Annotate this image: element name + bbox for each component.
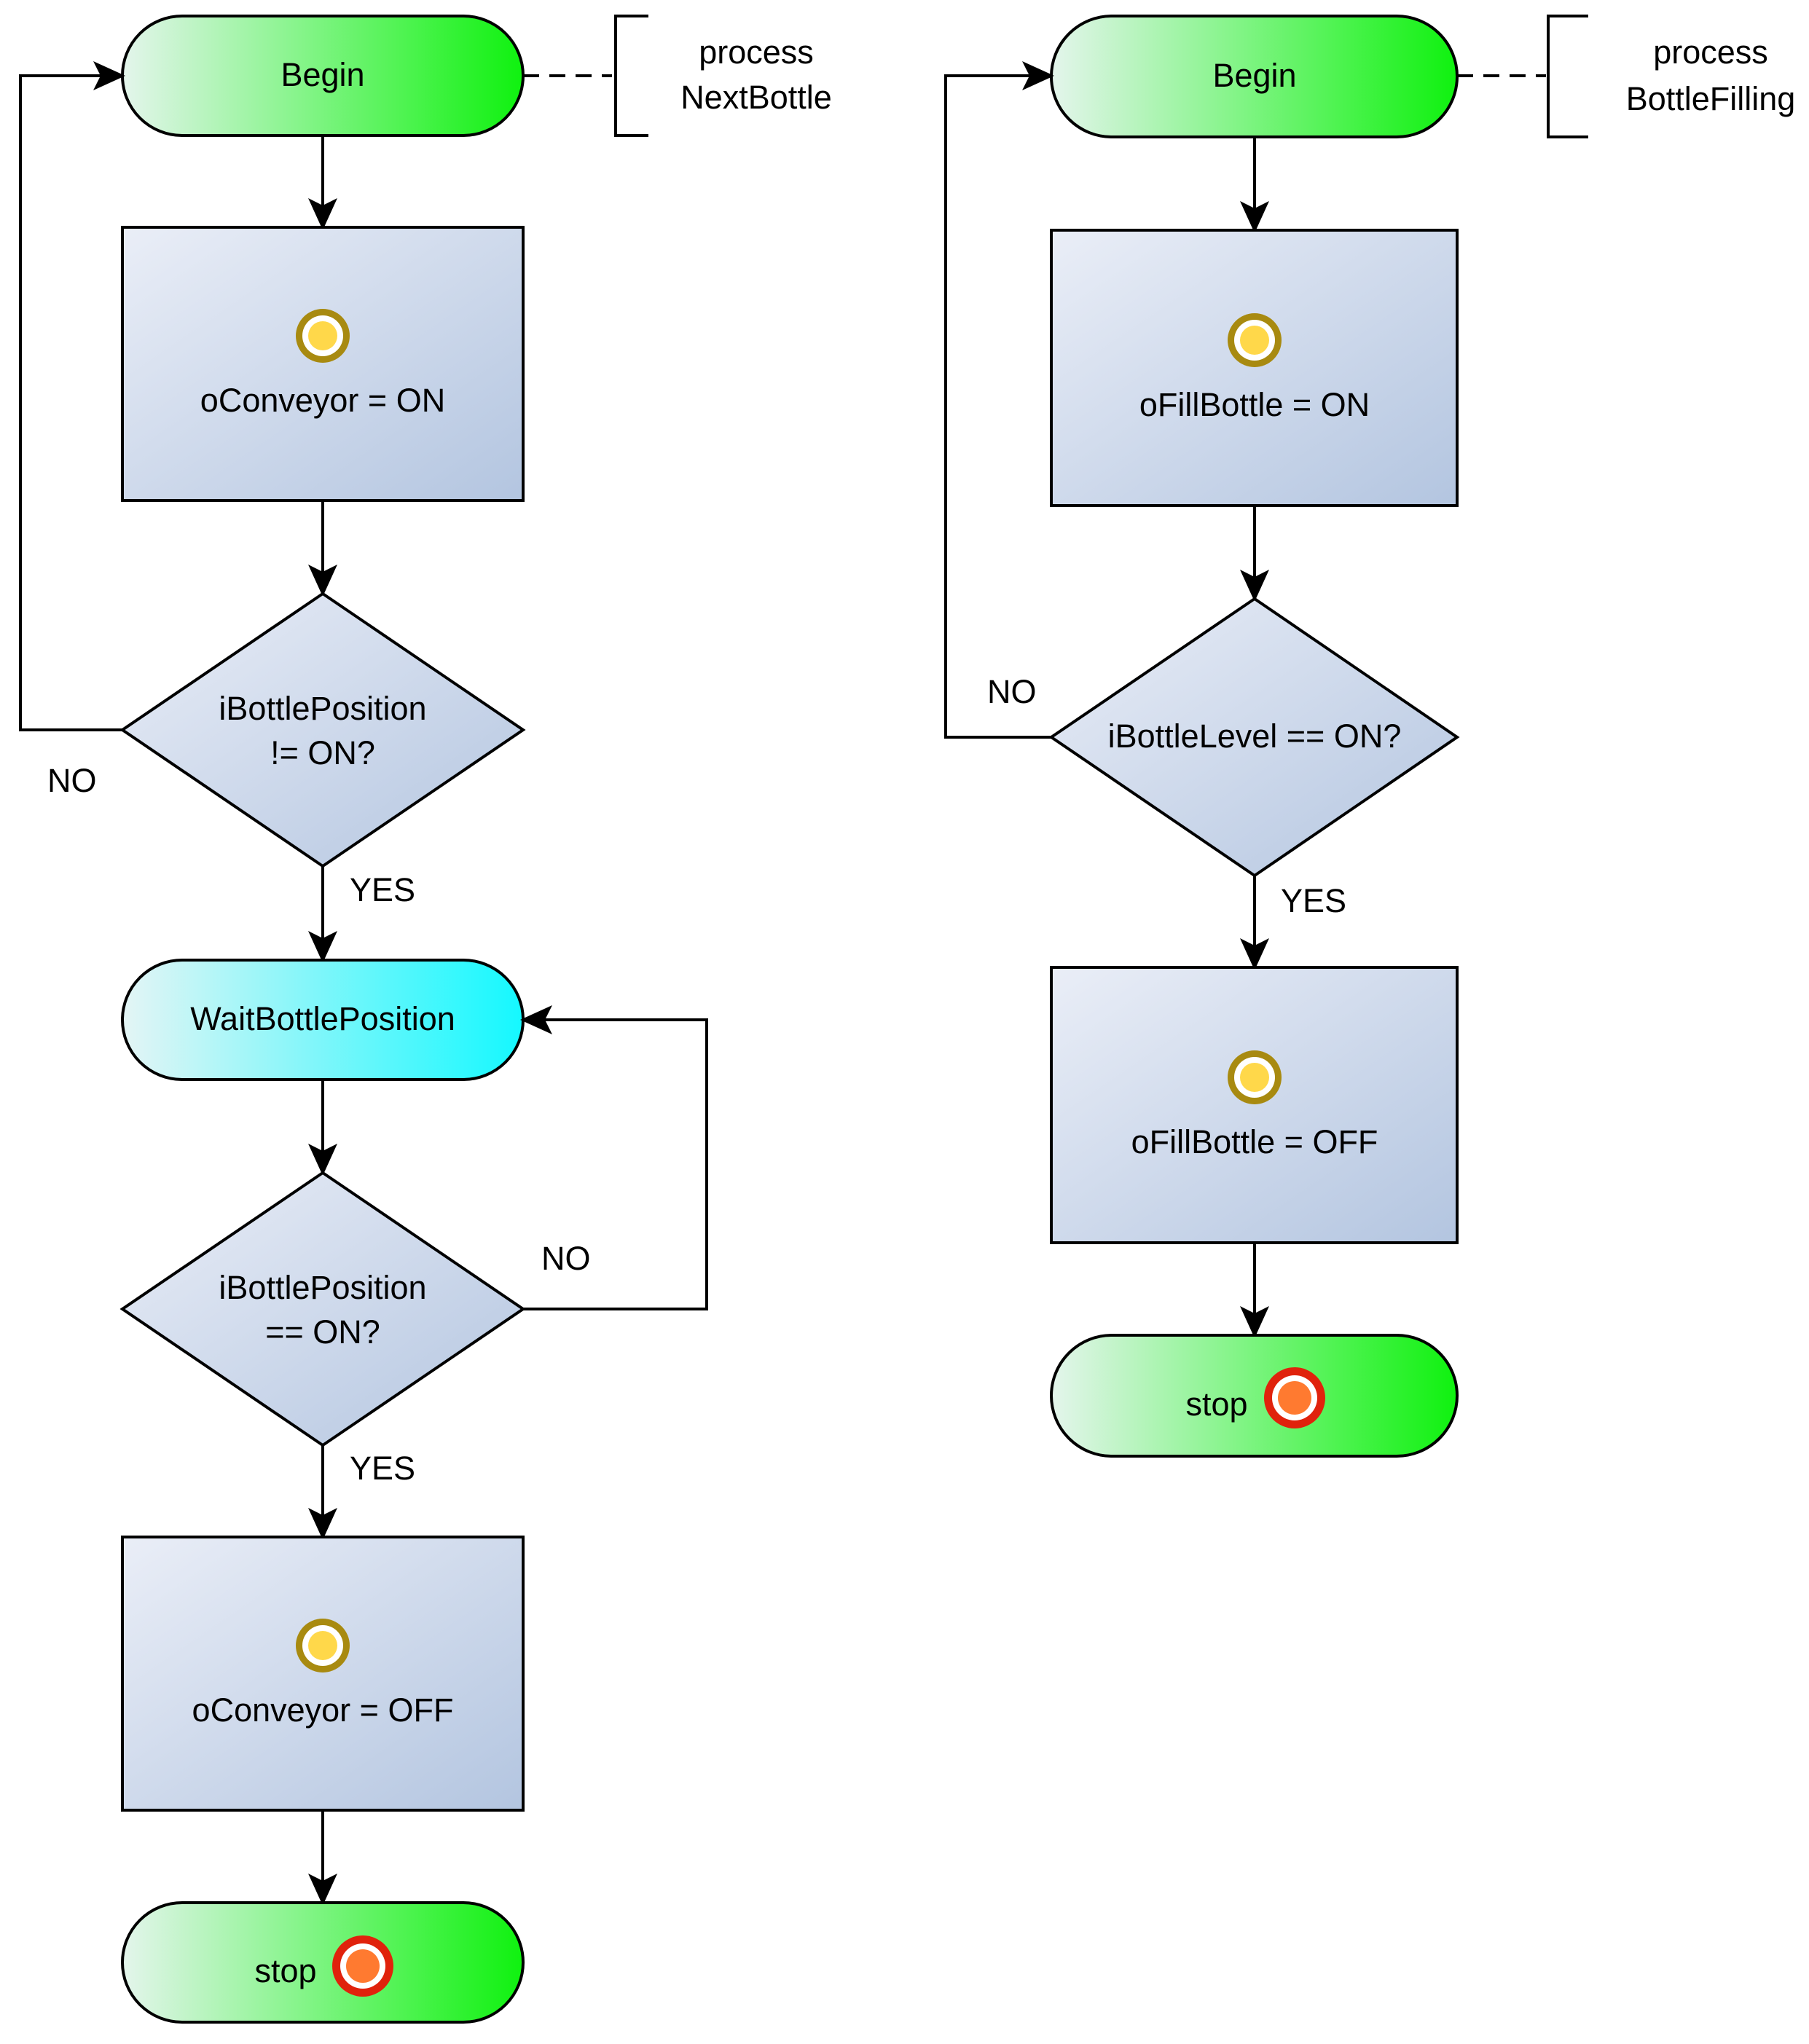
decision-line-2: != ON? [270, 734, 375, 771]
wait-label: WaitBottlePosition [190, 1000, 455, 1037]
stop-terminal [1050, 1334, 1459, 1458]
decision-bottle-position-not-on [119, 591, 526, 868]
comment-line-2: BottleFilling [1626, 80, 1796, 117]
decision-line-1: iBottlePosition [219, 1269, 426, 1306]
comment-bracket [614, 15, 648, 137]
stop-icon [332, 1935, 393, 1997]
action-icon [296, 1619, 350, 1672]
stop-label: stop [1185, 1385, 1247, 1423]
action-icon [1228, 1050, 1282, 1104]
flow-bottle-filling: process BottleFilling Begin oFillBottle … [944, 15, 1796, 1458]
arrow-no-loop-to-wait [520, 1005, 708, 1310]
action-label: oConveyor = OFF [192, 1691, 454, 1729]
arrow-no-loop-to-begin [19, 61, 125, 731]
action-box-fill-bottle-off [1050, 966, 1459, 1244]
comment-line-2: NextBottle [680, 79, 832, 116]
comment-line-1: process [699, 34, 814, 71]
no-label: NO [987, 673, 1037, 710]
yes-label: YES [350, 1450, 415, 1487]
action-label: oFillBottle = OFF [1131, 1123, 1378, 1160]
action-box-conveyor-on [121, 226, 525, 502]
yes-label: YES [350, 871, 415, 908]
begin-label: Begin [1212, 57, 1296, 94]
action-label: oFillBottle = ON [1139, 386, 1370, 423]
action-box-conveyor-off [121, 1536, 525, 1812]
begin-label: Begin [280, 56, 364, 93]
action-box-fill-bottle-on [1050, 229, 1459, 507]
stop-terminal [121, 1901, 525, 2024]
arrow-no-loop-to-begin [944, 61, 1054, 739]
action-icon [296, 309, 350, 363]
no-label: NO [541, 1240, 591, 1277]
comment-line-1: process [1653, 34, 1768, 71]
decision-line-2: == ON? [265, 1313, 380, 1351]
no-label: NO [47, 762, 97, 799]
decision-label: iBottleLevel == ON? [1108, 718, 1402, 755]
decision-line-1: iBottlePosition [219, 690, 426, 727]
flow-next-bottle: process NextBottle Begin oConveyor = ON … [19, 15, 832, 2024]
action-label: oConveyor = ON [200, 382, 445, 419]
decision-bottle-position-on [119, 1171, 526, 1447]
stop-icon [1264, 1367, 1325, 1428]
stop-label: stop [254, 1952, 316, 1989]
yes-label: YES [1281, 882, 1346, 919]
comment-bracket [1547, 15, 1588, 138]
action-icon [1228, 313, 1282, 367]
